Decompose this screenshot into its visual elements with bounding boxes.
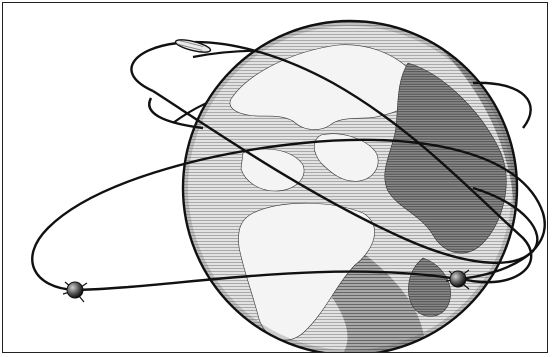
globe-icon — [183, 3, 548, 353]
illustration-frame — [2, 2, 548, 353]
rocket-icon — [174, 37, 211, 54]
satellite-icon — [63, 282, 87, 302]
globe-illustration — [3, 3, 548, 353]
